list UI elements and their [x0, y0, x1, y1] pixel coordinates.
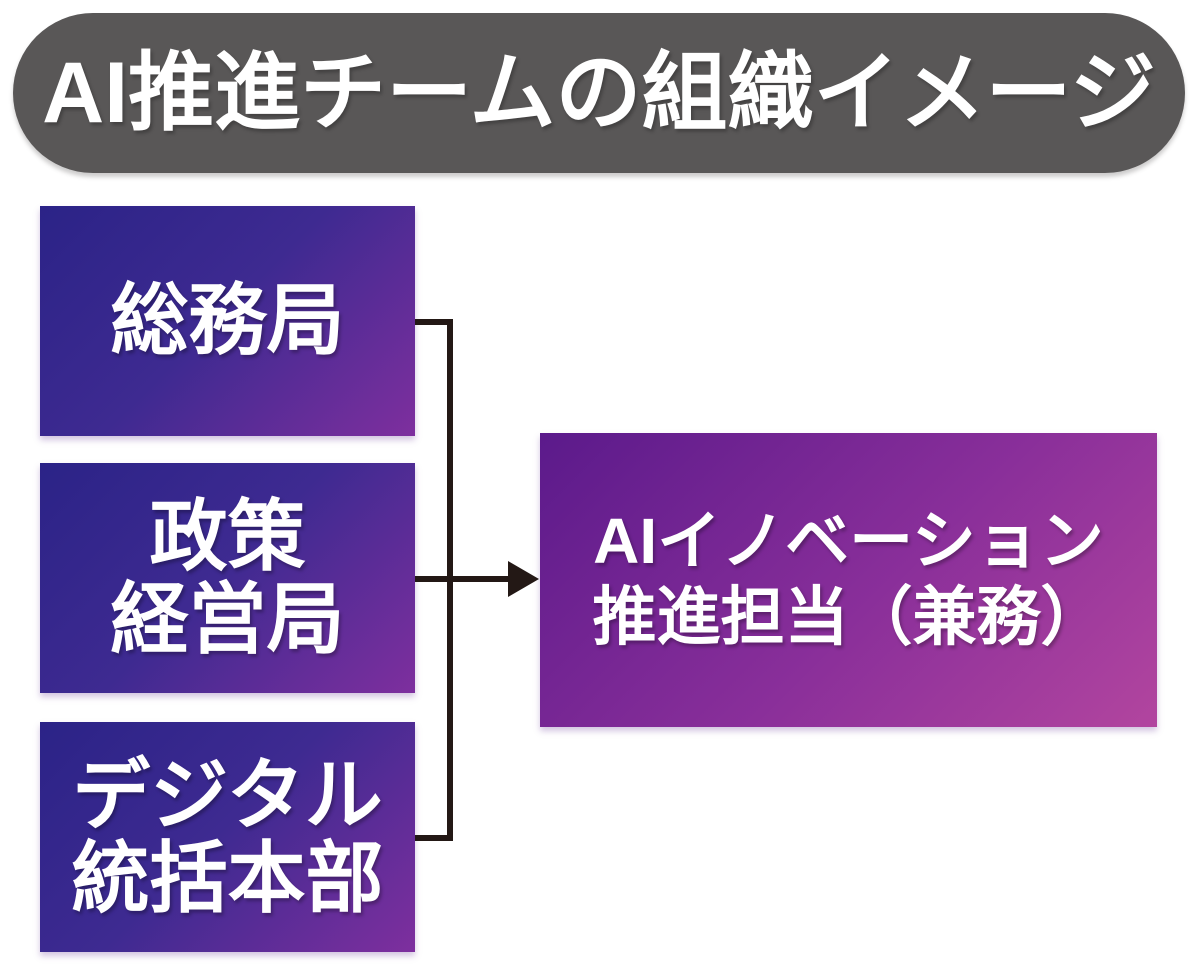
org-box-label: 統括本部 [71, 834, 384, 922]
org-box-label: 経営局 [110, 575, 345, 663]
org-box-label: 政策 [149, 491, 306, 580]
org-box-label: AIイノベーション [593, 505, 1104, 578]
org-box-seisaku-keiei-kyoku: 政策 経営局 [40, 463, 415, 693]
connector-stub-bottom [415, 835, 453, 841]
arrow-right-icon [508, 561, 539, 597]
title-pill: AI推進チームの組織イメージ [13, 13, 1185, 173]
org-box-digital-toukatsu-honbu: デジタル 統括本部 [40, 722, 415, 952]
org-box-label: 総務局 [110, 276, 345, 365]
connector-arrow-shaft [415, 576, 510, 582]
page-title: AI推進チームの組織イメージ [42, 45, 1156, 141]
org-box-label: 推進担当（兼務） [592, 581, 1105, 653]
org-box-label: デジタル [72, 750, 383, 839]
connector-stub-top [415, 319, 453, 325]
org-box-ai-innovation-suishin-tantou: AIイノベーション 推進担当（兼務） [540, 433, 1157, 727]
org-box-soumu-kyoku: 総務局 [40, 206, 415, 436]
